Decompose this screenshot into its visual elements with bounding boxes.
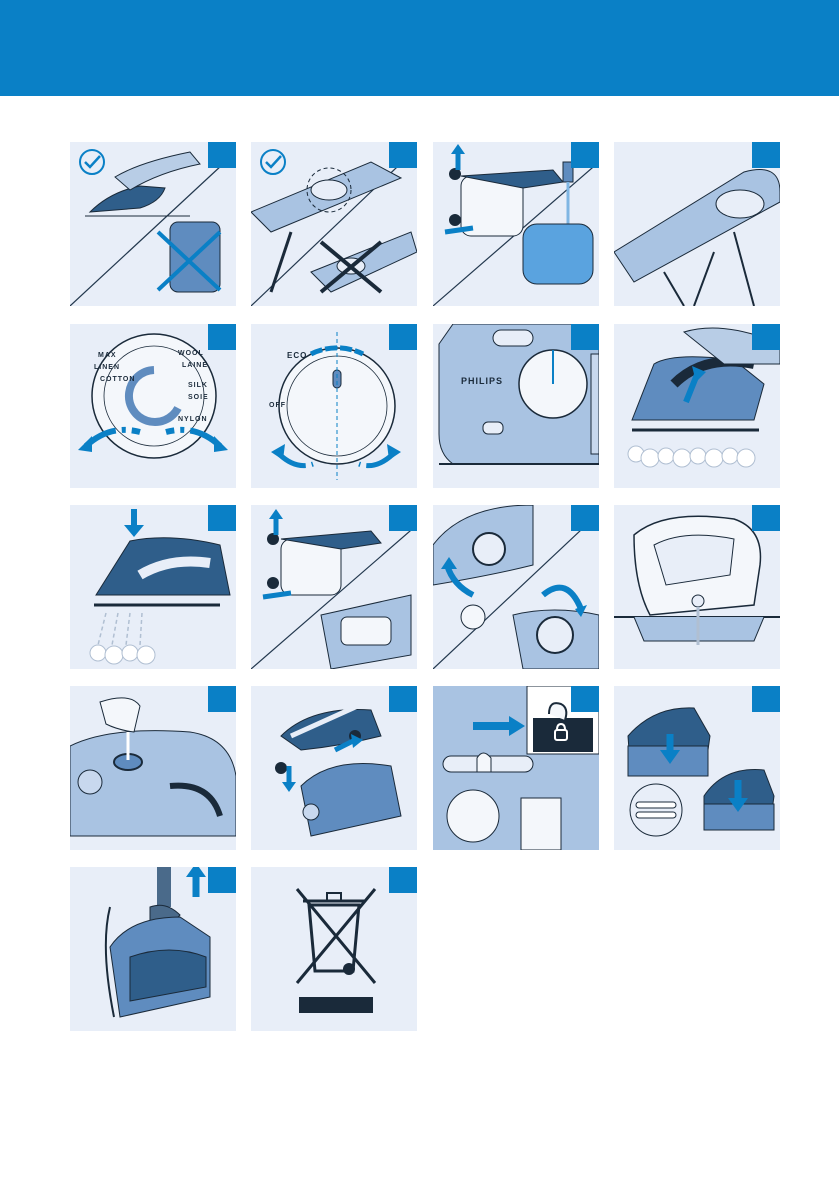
step-marker [208,686,236,712]
panel-5: MAX LINEN COTTON WOOL LAINE SILK SOIE NY… [70,324,236,488]
panel-13 [70,686,236,850]
dial-setting-max: MAX [98,352,117,359]
step-marker [389,505,417,531]
panel-10 [251,505,417,669]
panel-3 [433,142,599,306]
panel-6: ECO OFF [251,324,417,488]
panel-18 [251,867,417,1031]
panel-4 [614,142,780,306]
dial-setting-cotton: COTTON [100,376,135,383]
dial-setting-laine: LAINE [182,362,208,369]
step-marker [571,686,599,712]
step-marker [208,505,236,531]
dial-setting-nylon: NYLON [178,416,208,423]
dial-label-eco: ECO [287,351,307,360]
dial-setting-linen: LINEN [94,364,120,371]
panel-14 [251,686,417,850]
panel-12 [614,505,780,669]
panel-9 [70,505,236,669]
step-marker [208,867,236,893]
step-marker [571,505,599,531]
step-marker [752,142,780,168]
dial-setting-silk: SILK [188,382,208,389]
panel-17 [70,867,236,1031]
dial-setting-soie: SOIE [188,394,209,401]
step-marker [752,686,780,712]
step-marker [571,142,599,168]
step-marker [389,867,417,893]
brand-logo: PHILIPS [461,376,503,386]
step-marker [571,324,599,350]
panel-16 [614,686,780,850]
panel-15 [433,686,599,850]
step-marker [208,324,236,350]
step-marker [389,142,417,168]
step-marker [752,505,780,531]
step-marker [208,142,236,168]
step-marker [389,324,417,350]
step-marker [389,686,417,712]
dial-label-off: OFF [269,402,286,409]
panel-2 [251,142,417,306]
panel-7: PHILIPS [433,324,599,488]
panel-1 [70,142,236,306]
dial-setting-wool: WOOL [178,350,204,357]
panel-11 [433,505,599,669]
panel-8 [614,324,780,488]
step-marker [752,324,780,350]
